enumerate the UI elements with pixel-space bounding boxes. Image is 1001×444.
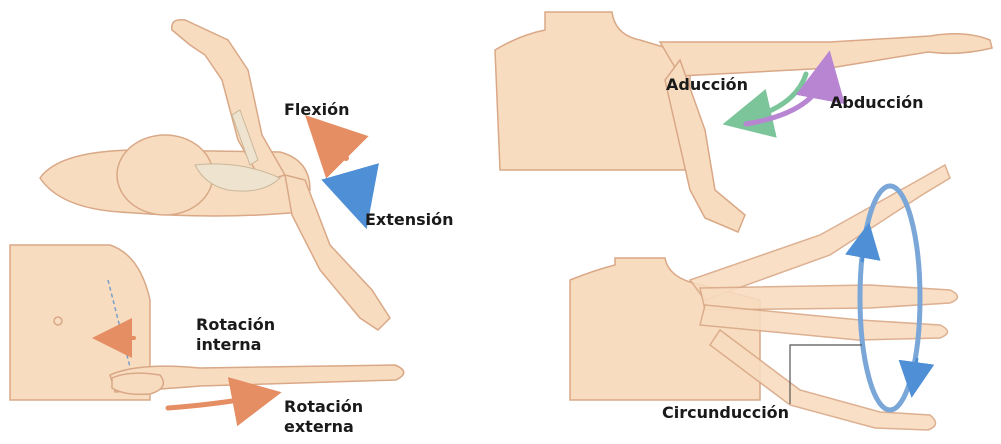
circumduction-figure: Circunducción: [570, 165, 958, 430]
hand-fist: [112, 373, 163, 394]
circumduction-label: Circunducción: [662, 403, 789, 422]
extension-arrow: [348, 176, 360, 206]
flexion-arrow: [322, 132, 346, 158]
torso-front: [495, 12, 690, 170]
external-rotation-label-line1: Rotación: [284, 397, 363, 416]
internal-rotation-label-line2: interna: [196, 335, 261, 354]
flexion-label: Flexión: [284, 100, 349, 119]
external-rotation-arrow: [168, 396, 262, 408]
arm-circ-raised: [690, 165, 950, 300]
arm-extension: [285, 175, 390, 330]
external-rotation-label-line2: externa: [284, 417, 354, 436]
head-top-view: [117, 135, 213, 215]
extension-label: Extensión: [365, 210, 454, 229]
internal-rotation-label-line1: Rotación: [196, 315, 275, 334]
abduction-label: Abducción: [830, 93, 924, 112]
adduction-label: Aducción: [666, 75, 748, 94]
adduction-abduction-figure: Aducción Abducción: [495, 12, 992, 232]
adduction-arrow: [742, 74, 806, 120]
